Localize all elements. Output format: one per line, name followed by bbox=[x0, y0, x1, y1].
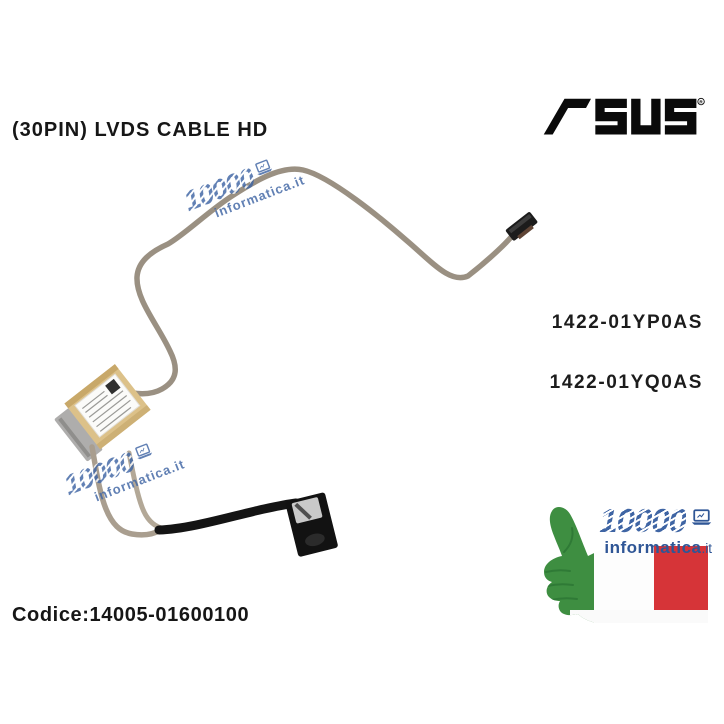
seller-domain-name: informatica bbox=[604, 537, 702, 557]
laptop-icon bbox=[255, 159, 272, 176]
label bbox=[74, 373, 141, 438]
cable-loop-inner bbox=[126, 450, 164, 531]
cable-main bbox=[110, 166, 521, 397]
asus-wordmark bbox=[543, 98, 697, 135]
board-connector bbox=[285, 492, 338, 557]
product-code: Codice:14005-01600100 bbox=[12, 604, 249, 627]
laptop-icon bbox=[135, 443, 152, 460]
thumbs-up-italian-flag-icon bbox=[544, 507, 708, 624]
registered-mark: R bbox=[699, 99, 703, 104]
seller-logo-number: 10000 bbox=[599, 502, 687, 539]
asus-brand-logo: R bbox=[543, 97, 705, 135]
product-code-label: Codice: bbox=[12, 604, 90, 626]
board-connector-metal-cap bbox=[291, 497, 323, 524]
product-code-value: 14005-01600100 bbox=[89, 604, 250, 626]
registered-mark-circle bbox=[697, 97, 705, 106]
seller-logo-text: 10000 informatica.it bbox=[599, 502, 712, 558]
laptop-icon bbox=[691, 509, 712, 525]
cable-loop-outer bbox=[89, 444, 164, 538]
seller-logo: 10000 informatica.it bbox=[530, 502, 718, 634]
label-text-lines bbox=[81, 390, 132, 432]
webcam-end-connector bbox=[505, 212, 538, 241]
watermark: 10000 informatica.it bbox=[60, 432, 187, 513]
watermark: 10000 informatica.it bbox=[180, 148, 307, 229]
part-number-2: 1422-01YQ0AS bbox=[549, 372, 703, 393]
finger-lines bbox=[545, 527, 578, 601]
seller-domain-tld: .it bbox=[701, 540, 712, 556]
cuff bbox=[570, 610, 708, 624]
part-number-1: 1422-01YP0AS bbox=[551, 312, 703, 333]
product-title: (30PIN) LVDS CABLE HD bbox=[12, 119, 269, 141]
seller-logo-domain: informatica.it bbox=[599, 538, 712, 558]
cable-black-sleeve bbox=[154, 498, 301, 535]
qr-code bbox=[105, 378, 121, 395]
